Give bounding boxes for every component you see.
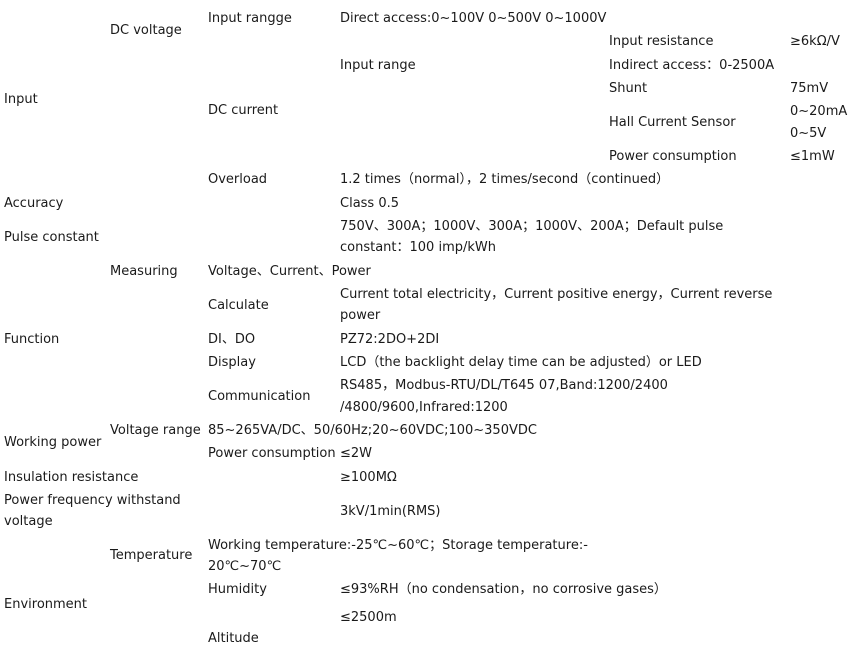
insulation-resistance-value: ≥100MΩ — [340, 470, 397, 485]
calculate-value-line1: Current total electricity，Current positi… — [340, 287, 773, 302]
dc-current-label: DC current — [208, 103, 279, 118]
humidity-value: ≤93%RH（no condensation，no corrosive gase… — [340, 582, 667, 597]
indirect-access-value: Indirect access：0-2500A — [609, 58, 775, 73]
measuring-value: Voltage、Current、Power — [208, 264, 371, 279]
dc-voltage-input-range-label: Input rangge — [208, 11, 292, 26]
shunt-value: 75mV — [790, 81, 829, 96]
power-frequency-label-line1: Power frequency withstand — [4, 493, 181, 508]
communication-value-line2: /4800/9600,Infrared:1200 — [340, 400, 508, 415]
measuring-label: Measuring — [110, 264, 178, 279]
accuracy-value: Class 0.5 — [340, 196, 400, 211]
dc-voltage-label: DC voltage — [110, 23, 182, 38]
accuracy-label: Accuracy — [4, 196, 64, 211]
humidity-label: Humidity — [208, 582, 267, 597]
pulse-constant-label: Pulse constant — [4, 230, 99, 245]
temperature-value-line2: 20℃~70℃ — [208, 559, 282, 574]
dc-voltage-input-range-value: Direct access:0~100V 0~500V 0~1000V — [340, 11, 607, 26]
function-section-label: Function — [4, 332, 60, 347]
temperature-value-line1: Working temperature:-25℃~60℃；Storage tem… — [208, 538, 588, 553]
input-section-label: Input — [4, 92, 38, 107]
calculate-label: Calculate — [208, 298, 269, 313]
input-resistance-label: Input resistance — [609, 34, 714, 49]
power-frequency-label-line2: voltage — [4, 514, 53, 529]
hall-sensor-value-current: 0~20mA — [790, 104, 848, 119]
working-power-consumption-label: Power consumption — [208, 446, 336, 461]
communication-value-line1: RS485，Modbus-RTU/DL/T645 07,Band:1200/24… — [340, 378, 668, 393]
display-value: LCD（the backlight delay time can be adju… — [340, 355, 702, 370]
dc-current-power-consumption-label: Power consumption — [609, 149, 737, 164]
calculate-value-line2: power — [340, 308, 381, 323]
pulse-constant-value-line1: 750V、300A；1000V、300A；1000V、200A；Default … — [340, 219, 724, 234]
di-do-label: DI、DO — [208, 332, 256, 347]
overload-label: Overload — [208, 172, 268, 187]
altitude-label: Altitude — [208, 631, 259, 646]
display-label: Display — [208, 355, 256, 370]
working-power-label: Working power — [4, 435, 102, 450]
temperature-label: Temperature — [110, 548, 193, 563]
dc-current-power-consumption-value: ≤1mW — [790, 149, 835, 164]
input-resistance-value: ≥6kΩ/V — [790, 34, 840, 49]
environment-section-label: Environment — [4, 597, 88, 612]
hall-sensor-value-voltage: 0~5V — [790, 126, 827, 141]
hall-sensor-label: Hall Current Sensor — [609, 115, 736, 130]
overload-value: 1.2 times（normal），2 times/second（continu… — [340, 172, 670, 187]
voltage-range-value: 85~265VA/DC、50/60Hz;20~60VDC;100~350VDC — [208, 423, 537, 438]
shunt-label: Shunt — [609, 81, 648, 96]
power-frequency-value: 3kV/1min(RMS) — [340, 504, 441, 519]
working-power-consumption-value: ≤2W — [340, 446, 373, 461]
communication-label: Communication — [208, 389, 311, 404]
altitude-value: ≤2500m — [340, 610, 397, 625]
voltage-range-label: Voltage range — [110, 423, 201, 438]
insulation-resistance-label: Insulation resistance — [4, 470, 139, 485]
di-do-value: PZ72:2DO+2DI — [340, 332, 440, 347]
dc-current-input-range-label: Input range — [340, 58, 416, 73]
pulse-constant-value-line2: constant：100 imp/kWh — [340, 240, 496, 255]
